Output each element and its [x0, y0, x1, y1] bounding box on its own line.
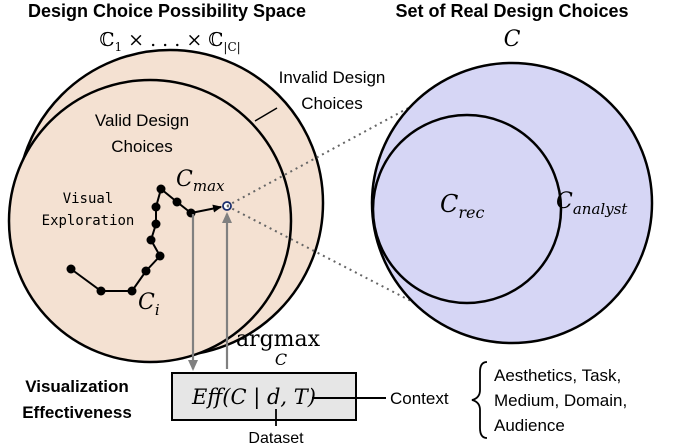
- context-items-line2: Medium, Domain,: [494, 391, 627, 410]
- exploration-node: [151, 219, 161, 229]
- invalid-pointer-line: [254, 107, 278, 122]
- exploration-node: [172, 197, 182, 207]
- exploration-nodes: [66, 184, 196, 296]
- context-items-line3: Audience: [494, 416, 565, 435]
- exploration-node: [66, 264, 76, 274]
- valid-label-line1: Valid Design: [95, 111, 189, 130]
- effectiveness-label-line2: Effectiveness: [22, 403, 132, 422]
- valid-label-line2: Choices: [111, 137, 172, 156]
- right-title-math: C: [504, 27, 521, 52]
- c-i-label: Ci: [138, 290, 160, 319]
- exploration-node: [141, 266, 151, 276]
- zoom-connector-bottom: [226, 205, 441, 317]
- exploration-node: [96, 286, 106, 296]
- context-brace: [471, 361, 488, 439]
- zoom-connector-top: [226, 91, 439, 207]
- exploration-node: [186, 208, 196, 218]
- left-title-math: ℂ1 × . . . × ℂ|C|: [99, 29, 240, 54]
- rec-set-circle: [371, 113, 563, 305]
- c-max-label: Cmax: [176, 167, 225, 195]
- invalid-label-line2: Choices: [301, 94, 362, 113]
- c-analyst-label: Canalyst: [556, 189, 628, 218]
- exploration-node: [151, 202, 161, 212]
- exploration-label-line1: Visual: [63, 191, 114, 207]
- dataset-label: Dataset: [248, 430, 304, 446]
- exploration-node: [156, 184, 166, 194]
- invalid-label-line1: Invalid Design: [279, 68, 386, 87]
- context-items-line1: Aesthetics, Task,: [494, 366, 621, 385]
- argmax-subscript: C: [275, 350, 287, 369]
- argmax-label: argmax: [236, 327, 321, 352]
- exploration-node: [127, 286, 137, 296]
- right-title: Set of Real Design Choices: [395, 1, 628, 21]
- exploration-label-line2: Exploration: [42, 213, 135, 229]
- exploration-final-arrow: [190, 204, 222, 214]
- effectiveness-formula-box: [171, 372, 357, 421]
- exploration-node: [155, 251, 165, 261]
- exploration-node: [146, 235, 156, 245]
- c-rec-label: Crec: [440, 190, 484, 222]
- context-label: Context: [390, 389, 449, 408]
- valid-space-circle: [7, 78, 293, 364]
- left-title: Design Choice Possibility Space: [28, 1, 306, 21]
- effectiveness-formula: Eff(C | d, T): [191, 385, 316, 410]
- effectiveness-label-line1: Visualization: [25, 377, 129, 396]
